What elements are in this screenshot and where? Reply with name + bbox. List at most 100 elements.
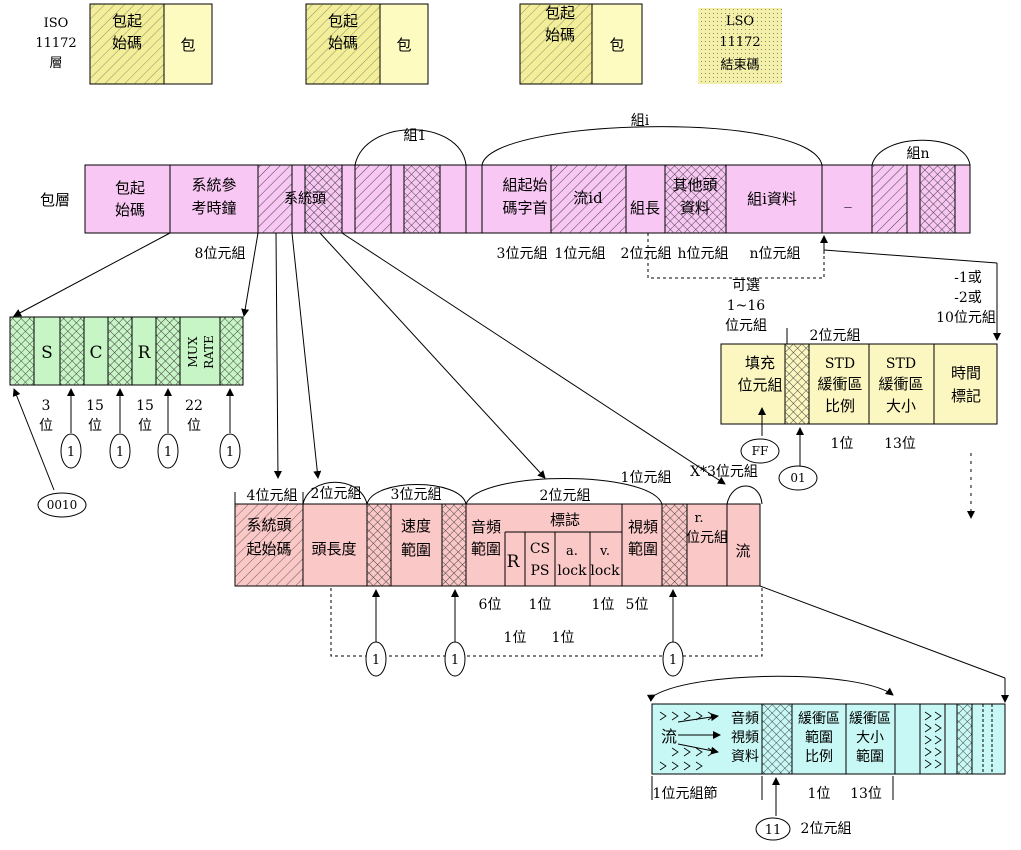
svg-text:系統參: 系統參 xyxy=(191,176,236,194)
iso-label-1: ISO xyxy=(44,16,69,31)
iso-label-3: 層 xyxy=(49,56,62,71)
svg-text:比例: 比例 xyxy=(805,749,833,765)
svg-text:音頻: 音頻 xyxy=(471,518,501,536)
svg-text:時間: 時間 xyxy=(951,364,981,382)
svg-text:8位元組: 8位元組 xyxy=(195,246,246,262)
svg-text:範圍: 範圍 xyxy=(856,748,884,765)
svg-text:範圍: 範圍 xyxy=(805,729,833,746)
svg-text:3: 3 xyxy=(42,398,51,414)
svg-text:1: 1 xyxy=(451,653,459,668)
svg-text:1: 1 xyxy=(116,445,124,460)
iso-layer: ISO 11172 層 包起 始碼 包 包起 始碼 包 包起 始碼 包 LSO … xyxy=(35,3,782,85)
svg-text:15: 15 xyxy=(136,398,154,414)
svg-text:起始碼: 起始碼 xyxy=(246,540,291,558)
svg-text:RATE: RATE xyxy=(202,335,216,369)
svg-text:緩衝區: 緩衝區 xyxy=(849,711,891,727)
svg-text:3位元組: 3位元組 xyxy=(497,246,548,262)
svg-text:頭長度: 頭長度 xyxy=(311,540,356,558)
svg-text:組長: 組長 xyxy=(630,199,660,217)
svg-text:速度: 速度 xyxy=(401,517,431,535)
svg-text:R: R xyxy=(507,552,521,572)
svg-text:組1: 組1 xyxy=(404,128,427,144)
svg-text:1: 1 xyxy=(669,653,677,668)
svg-text:r.: r. xyxy=(695,511,704,526)
svg-text:1: 1 xyxy=(226,445,234,460)
svg-text:4位元組: 4位元組 xyxy=(247,488,298,504)
svg-text:資料: 資料 xyxy=(680,199,710,217)
iso-pack-3 xyxy=(591,3,643,85)
svg-text:資料: 資料 xyxy=(731,749,759,765)
svg-text:2位元組: 2位元組 xyxy=(311,486,362,502)
svg-text:結束碼: 結束碼 xyxy=(720,58,759,73)
svg-text:比例: 比例 xyxy=(825,397,855,415)
svg-text:6位: 6位 xyxy=(479,597,502,613)
svg-text:範圍: 範圍 xyxy=(628,540,658,558)
svg-text:STD: STD xyxy=(825,356,855,372)
svg-text:位: 位 xyxy=(39,418,53,434)
svg-text:2位元組: 2位元組 xyxy=(810,328,861,344)
svg-text:lock: lock xyxy=(557,563,587,579)
svg-text:h位元組: h位元組 xyxy=(677,246,728,262)
svg-text:STD: STD xyxy=(886,356,916,372)
svg-text:1位元組節: 1位元組節 xyxy=(653,785,718,802)
svg-text:位: 位 xyxy=(138,418,152,434)
svg-text:範圍: 範圍 xyxy=(471,540,501,558)
svg-text:位元組: 位元組 xyxy=(725,318,767,334)
svg-text:1: 1 xyxy=(67,445,75,460)
svg-text:1位: 1位 xyxy=(808,786,831,802)
svg-text:1: 1 xyxy=(372,653,380,668)
svg-text:1位: 1位 xyxy=(529,597,552,613)
svg-text:系統頭: 系統頭 xyxy=(284,191,326,207)
svg-text:1位: 1位 xyxy=(592,597,615,613)
svg-text:考時鐘: 考時鐘 xyxy=(191,199,236,217)
svg-text:位元組: 位元組 xyxy=(686,530,728,546)
svg-text:大小: 大小 xyxy=(856,730,884,746)
svg-text:音頻: 音頻 xyxy=(731,710,759,727)
svg-text:S: S xyxy=(41,343,53,363)
svg-text:01: 01 xyxy=(790,471,805,485)
svg-text:標記: 標記 xyxy=(951,387,981,405)
svg-text:n位元組: n位元組 xyxy=(749,246,800,262)
svg-text:填充: 填充 xyxy=(745,354,775,372)
svg-text:始碼: 始碼 xyxy=(328,34,358,52)
svg-text:FF: FF xyxy=(752,444,769,458)
svg-text:lock: lock xyxy=(590,563,620,579)
stream-bar xyxy=(651,703,1006,775)
svg-text:1: 1 xyxy=(164,445,172,460)
svg-text:範圍: 範圍 xyxy=(401,541,431,559)
iso-pack-1 xyxy=(163,3,213,85)
svg-text:緩衝區: 緩衝區 xyxy=(878,375,923,393)
svg-text:MUX: MUX xyxy=(186,336,200,367)
svg-text:流id: 流id xyxy=(573,189,603,207)
svg-text:位元組: 位元組 xyxy=(737,376,782,394)
iso-pack-2 xyxy=(379,3,429,85)
svg-text:位: 位 xyxy=(187,418,201,434)
svg-text:1位元組: 1位元組 xyxy=(621,470,672,486)
svg-text:1位: 1位 xyxy=(504,630,527,646)
svg-text:緩衝區: 緩衝區 xyxy=(817,375,862,393)
svg-text:1位元組: 1位元組 xyxy=(555,246,606,262)
stuffing-detail: 2位元組 填充 位元組 STD 緩衝區 比例 STD 緩衝區 大小 時間 標記 … xyxy=(720,328,998,519)
svg-text:2位元組: 2位元組 xyxy=(540,488,591,504)
svg-text:大小: 大小 xyxy=(886,397,916,415)
svg-text:a.: a. xyxy=(566,544,578,559)
svg-text:可選: 可選 xyxy=(732,278,760,294)
svg-text:1位: 1位 xyxy=(831,436,854,452)
svg-text:組i資料: 組i資料 xyxy=(747,190,797,208)
svg-text:其他頭: 其他頭 xyxy=(672,176,717,194)
svg-text:緩衝區: 緩衝區 xyxy=(798,711,840,727)
svg-text:組n: 組n xyxy=(906,146,929,162)
svg-text:始碼: 始碼 xyxy=(545,26,575,44)
svg-text:_: _ xyxy=(844,190,852,208)
svg-text:包起: 包起 xyxy=(115,179,145,197)
svg-text:包: 包 xyxy=(609,36,624,54)
svg-text:視頻: 視頻 xyxy=(628,518,658,536)
svg-text:系統頭: 系統頭 xyxy=(246,516,291,534)
svg-text:組i: 組i xyxy=(631,113,650,129)
svg-text:1~16: 1~16 xyxy=(727,298,766,314)
pack-layer-label: 包層 xyxy=(40,191,70,209)
svg-text:3位元組: 3位元組 xyxy=(391,487,442,503)
svg-text:R: R xyxy=(138,343,152,363)
svg-text:-1或: -1或 xyxy=(954,270,982,286)
